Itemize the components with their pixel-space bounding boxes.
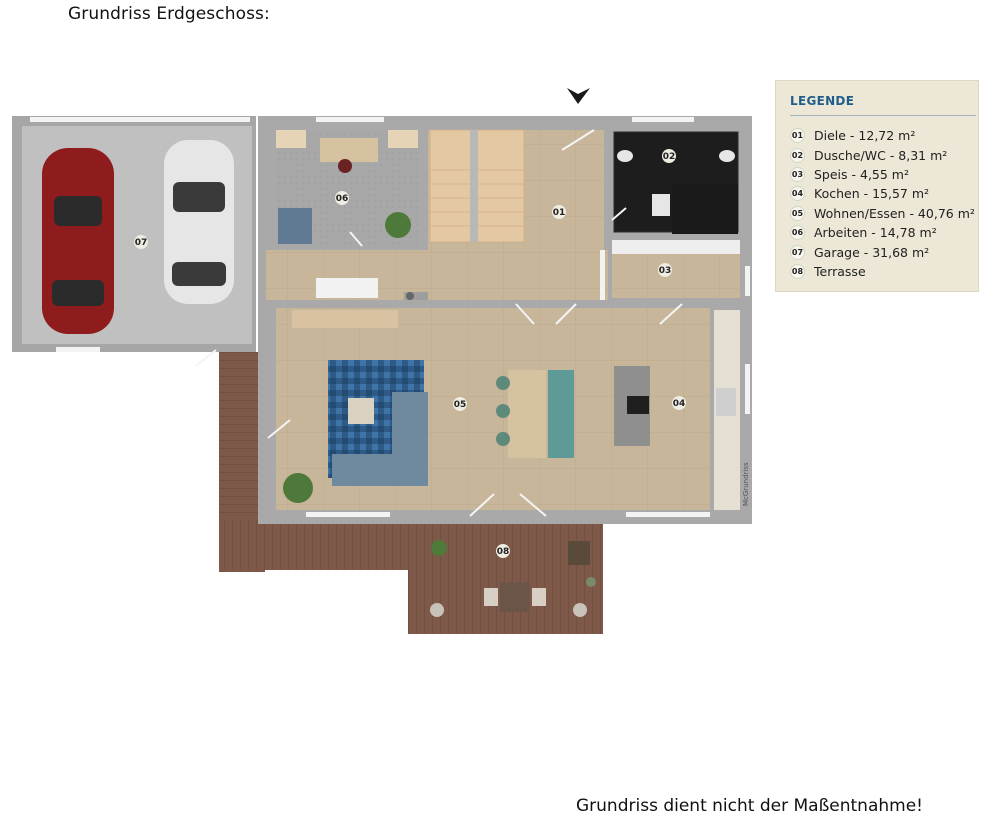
svg-text:08: 08 xyxy=(497,547,510,557)
svg-text:03: 03 xyxy=(659,266,672,276)
svg-text:01: 01 xyxy=(553,208,566,218)
legend-label: Diele - 12,72 m² xyxy=(814,128,916,144)
room-marker-05: 05 xyxy=(453,397,467,411)
svg-text:07: 07 xyxy=(135,238,148,248)
legend-item: 05 Wohnen/Essen - 40,76 m² xyxy=(790,204,978,223)
legend-item: 01 Diele - 12,72 m² xyxy=(790,126,978,145)
door-swings xyxy=(195,129,683,517)
room-marker-08: 08 xyxy=(496,544,510,558)
room-dusche-wc xyxy=(613,131,739,234)
room-marker-04: 04 xyxy=(672,396,686,410)
svg-text:02: 02 xyxy=(663,152,676,162)
legend-label: Speis - 4,55 m² xyxy=(814,166,909,182)
svg-text:04: 04 xyxy=(673,399,686,409)
room-speis xyxy=(612,240,740,298)
legend-label: Wohnen/Essen - 40,76 m² xyxy=(814,205,975,221)
windows xyxy=(30,117,750,517)
room-kochen xyxy=(614,310,740,510)
terrace xyxy=(219,352,603,634)
legend-number: 07 xyxy=(790,244,805,260)
legend-number: 03 xyxy=(790,166,805,182)
room-marker-02: 02 xyxy=(662,149,676,163)
legend-item: 07 Garage - 31,68 m² xyxy=(790,242,978,261)
legend-item: 02 Dusche/WC - 8,31 m² xyxy=(790,145,978,164)
room-marker-06: 06 xyxy=(335,191,349,205)
legend-number: 04 xyxy=(790,186,805,202)
legend-number: 05 xyxy=(790,205,805,221)
room-markers: 01 02 03 04 05 06 07 08 xyxy=(134,149,686,558)
page-title: Grundriss Erdgeschoss: xyxy=(68,4,270,24)
room-diele xyxy=(266,129,608,300)
disclaimer-note: Grundriss dient nicht der Maßentnahme! xyxy=(576,796,923,816)
legend-list: 01 Diele - 12,72 m² 02 Dusche/WC - 8,31 m²… xyxy=(790,126,978,281)
legend-item: 03 Speis - 4,55 m² xyxy=(790,165,978,184)
legend-label: Dusche/WC - 8,31 m² xyxy=(814,147,948,163)
garage xyxy=(12,116,256,352)
legend-number: 08 xyxy=(790,263,805,279)
legend-title: LEGENDE xyxy=(790,94,976,116)
legend-number: 01 xyxy=(790,128,805,144)
legend-label: Garage - 31,68 m² xyxy=(814,244,930,260)
legend-panel: LEGENDE 01 Diele - 12,72 m² 02 Dusche/WC -… xyxy=(775,80,979,292)
room-arbeiten xyxy=(276,130,419,248)
legend-label: Kochen - 15,57 m² xyxy=(814,186,930,202)
legend-label: Arbeiten - 14,78 m² xyxy=(814,225,937,241)
entrance-arrow-icon xyxy=(567,88,590,104)
svg-text:05: 05 xyxy=(454,400,467,410)
room-marker-01: 01 xyxy=(552,205,566,219)
legend-item: 08 Terrasse xyxy=(790,262,978,281)
legend-label: Terrasse xyxy=(814,263,866,279)
room-marker-03: 03 xyxy=(658,263,672,277)
svg-text:06: 06 xyxy=(336,194,349,204)
watermark: McGrundriss xyxy=(742,462,750,506)
legend-number: 06 xyxy=(790,225,805,241)
legend-number: 02 xyxy=(790,147,805,163)
room-marker-07: 07 xyxy=(134,235,148,249)
legend-item: 04 Kochen - 15,57 m² xyxy=(790,184,978,203)
legend-item: 06 Arbeiten - 14,78 m² xyxy=(790,223,978,242)
